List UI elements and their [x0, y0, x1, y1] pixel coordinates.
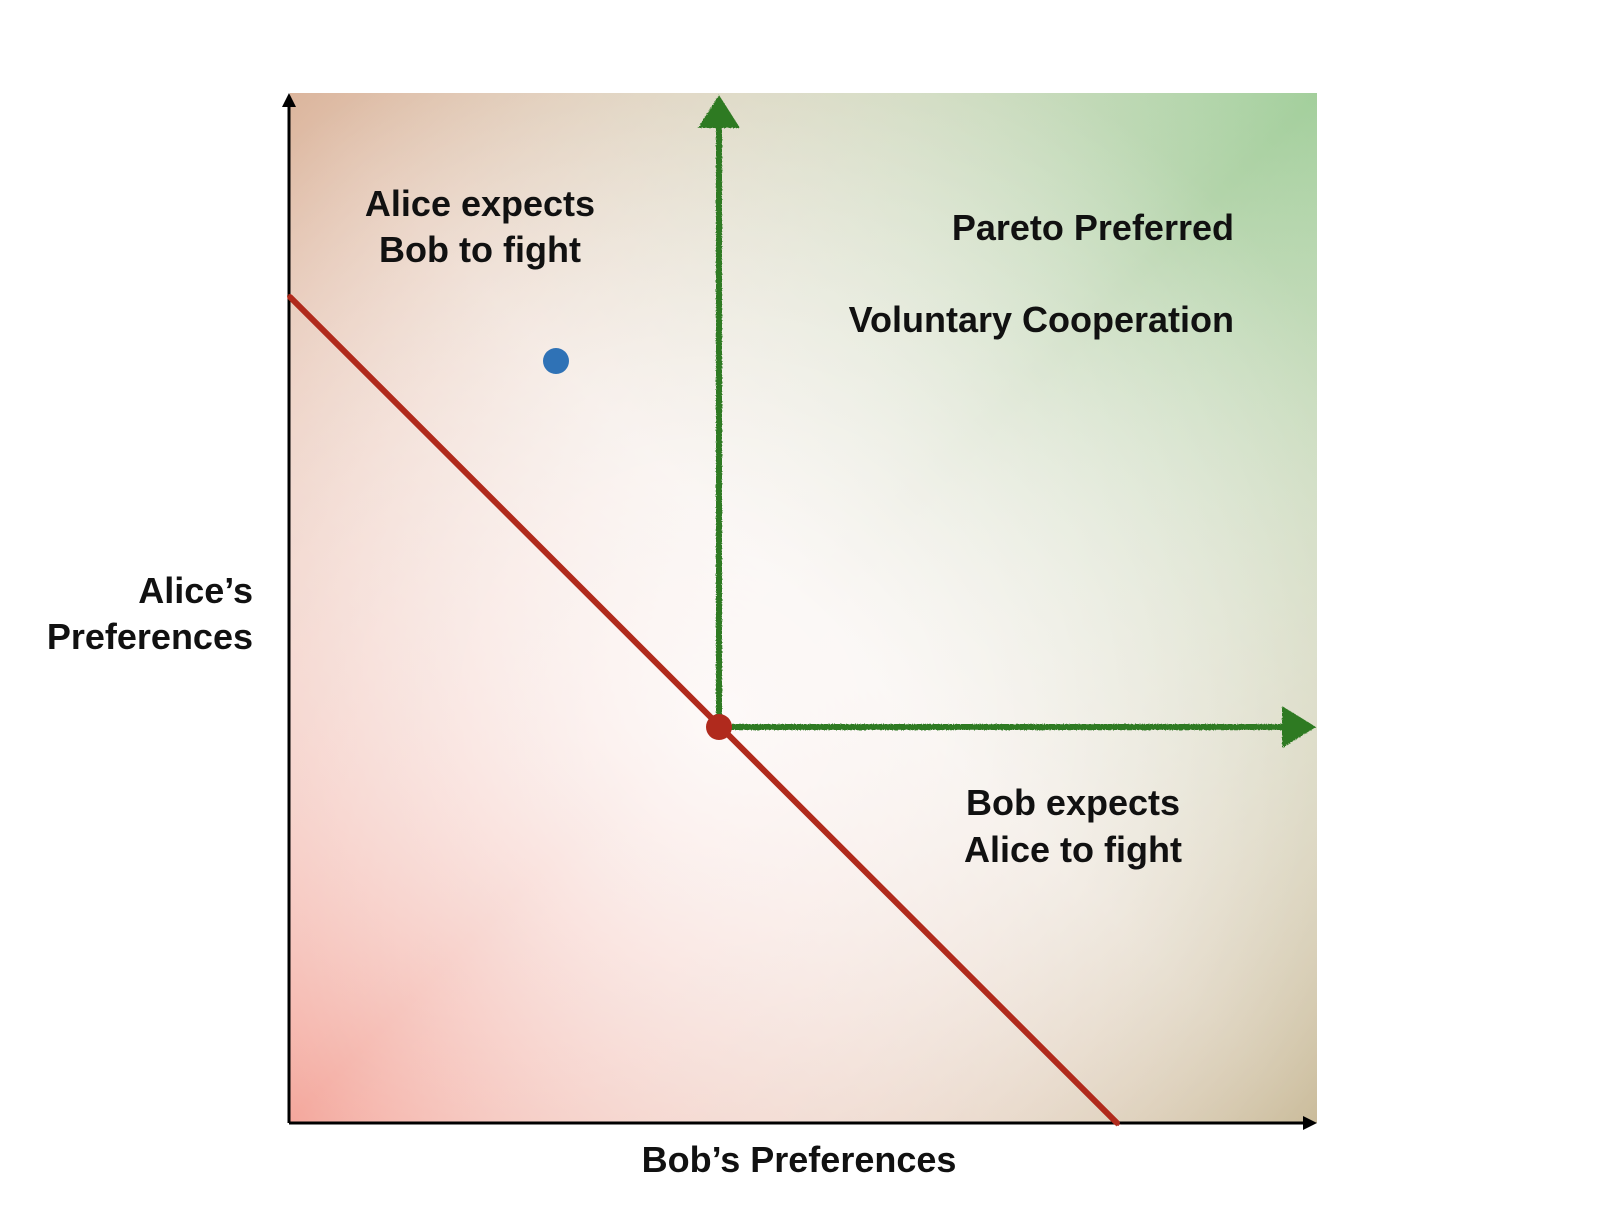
red-frontier-line — [287, 294, 1120, 1126]
green-horizontal-arrow — [716, 706, 1316, 748]
top-left-label-line2: Bob to fight — [379, 229, 581, 270]
y-axis-title-line1: Alice’s — [138, 570, 253, 611]
status-quo-point — [706, 714, 732, 740]
x-axis — [289, 1116, 1317, 1130]
y-axis — [282, 93, 296, 1123]
bottom-right-label-line2: Alice to fight — [964, 829, 1182, 870]
pareto-preferred-label: Pareto Preferred — [952, 207, 1234, 248]
green-vertical-arrow — [698, 95, 740, 727]
background-glow — [290, 93, 1317, 1123]
blue-point — [543, 348, 569, 374]
y-axis-title-line2: Preferences — [47, 616, 253, 657]
top-left-label-line1: Alice expects — [365, 183, 595, 224]
bottom-right-label-line1: Bob expects — [966, 782, 1180, 823]
x-axis-title: Bob’s Preferences — [642, 1139, 957, 1180]
voluntary-cooperation-label: Voluntary Cooperation — [849, 299, 1234, 340]
